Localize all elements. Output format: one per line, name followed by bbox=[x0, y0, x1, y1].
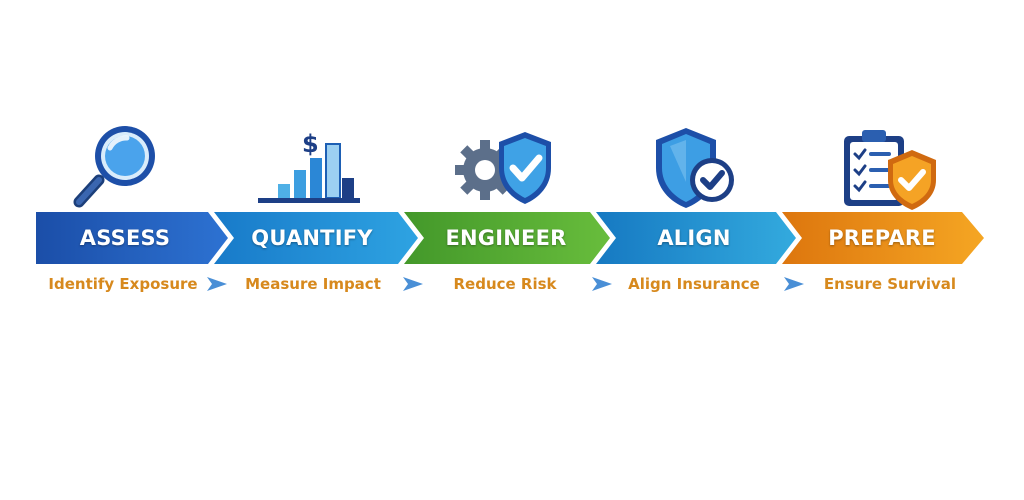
step-title-quantify: QUANTIFY bbox=[251, 226, 373, 250]
step-subtitle-quantify: Measure Impact bbox=[245, 275, 381, 293]
step-title-engineer: ENGINEER bbox=[445, 226, 567, 250]
shield-check-icon bbox=[640, 122, 750, 212]
connector-arrow-icon bbox=[592, 277, 612, 291]
step-title-prepare: PREPARE bbox=[828, 226, 936, 250]
chevron-assess bbox=[36, 212, 228, 264]
svg-text:$: $ bbox=[302, 130, 319, 158]
chevron-band bbox=[0, 212, 1024, 264]
connector-arrow-icon bbox=[207, 277, 227, 291]
step-subtitle-assess: Identify Exposure bbox=[48, 275, 198, 293]
connector-arrow-icon bbox=[403, 277, 423, 291]
step-subtitle-engineer: Reduce Risk bbox=[453, 275, 557, 293]
connector-arrow-icon bbox=[784, 277, 804, 291]
chevron-engineer bbox=[404, 212, 610, 264]
step-title-align: ALIGN bbox=[657, 226, 731, 250]
gear-shield-icon bbox=[451, 122, 561, 212]
chevron-align bbox=[596, 212, 796, 264]
step-subtitle-prepare: Ensure Survival bbox=[823, 275, 957, 293]
magnifier-icon bbox=[57, 122, 167, 212]
chevron-quantify bbox=[214, 212, 418, 264]
step-subtitle-align: Align Insurance bbox=[628, 275, 760, 293]
clipboard-shield-icon bbox=[834, 122, 944, 212]
chevron-prepare bbox=[782, 212, 984, 264]
step-title-assess: ASSESS bbox=[79, 226, 171, 250]
bar-chart-dollar-icon: $ bbox=[254, 122, 364, 212]
